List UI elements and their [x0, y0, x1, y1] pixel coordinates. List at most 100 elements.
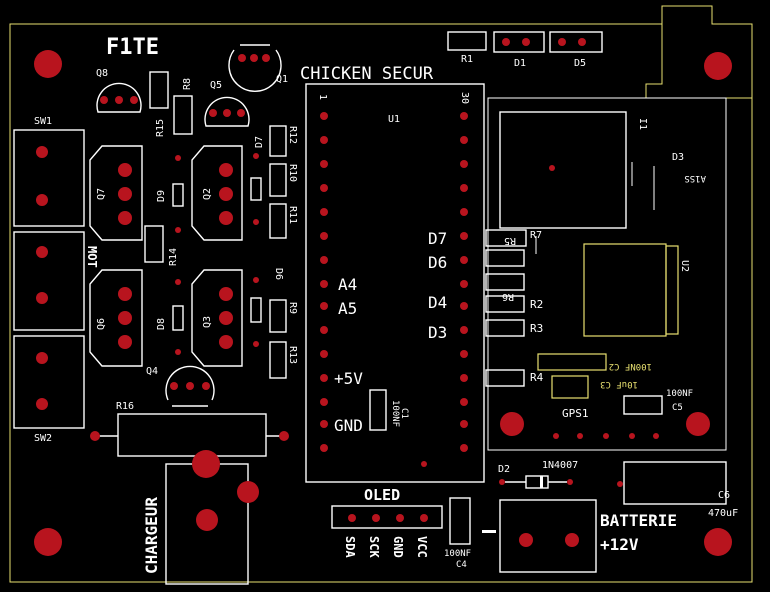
- c2-label: 100NF C2: [609, 361, 652, 371]
- d7-label: D7: [254, 136, 265, 148]
- d2-value: 1N4007: [542, 460, 578, 471]
- batterie-label: BATTERIE: [600, 511, 677, 530]
- chargeur-label: CHARGEUR: [142, 497, 161, 574]
- sw2-body: [13, 335, 85, 429]
- d2-label: D2: [498, 464, 510, 475]
- oled-header: [331, 505, 443, 529]
- q2-outline: [191, 145, 243, 241]
- u2-label: U2: [679, 260, 690, 272]
- q5-label: Q5: [210, 80, 222, 91]
- c1-label: C1: [399, 408, 409, 419]
- c4-body: [449, 497, 471, 545]
- r10-body: [269, 163, 287, 197]
- d1-label: D1: [514, 58, 526, 69]
- r13-body: [269, 341, 287, 379]
- q8-outline: [96, 82, 142, 113]
- d2-body: [525, 475, 549, 489]
- d7-body: [250, 177, 262, 201]
- pin-a5-label: A5: [338, 299, 357, 318]
- d3-value: A1SS: [684, 173, 706, 183]
- pin-5v-label: +5V: [334, 369, 363, 388]
- pin-d6-label: D6: [428, 253, 447, 272]
- d1-body: [493, 31, 545, 53]
- q4-label: Q4: [146, 366, 158, 377]
- r7-label: R7: [530, 230, 542, 241]
- r3-body: [485, 319, 525, 337]
- pin-gnd-label: GND: [334, 416, 363, 435]
- d3-label: D3: [672, 152, 684, 163]
- r12-label: R12: [287, 126, 298, 144]
- r4-body: [485, 369, 525, 387]
- mount-hole-bottom-left: [34, 528, 62, 556]
- i1-body: [499, 111, 627, 229]
- project-name: CHICKEN SECUR: [300, 64, 434, 84]
- mount-hole-top-left: [34, 50, 62, 78]
- oled-sck-label: SCK: [367, 536, 381, 558]
- oled-gnd-label: GND: [391, 536, 405, 558]
- c5-label: C5: [672, 403, 683, 413]
- oled-label: OLED: [364, 486, 400, 504]
- r11-label: R11: [287, 206, 298, 224]
- r2-body: [485, 295, 525, 313]
- r11-body: [269, 203, 287, 239]
- r-unlabeled-1: [485, 249, 525, 267]
- u1-label: U1: [388, 114, 400, 125]
- pin30-label: 30: [459, 92, 470, 104]
- sw1-body: [13, 129, 85, 227]
- q6-label: Q6: [96, 318, 107, 330]
- q5-outline: [204, 96, 250, 127]
- r12-body: [269, 125, 287, 157]
- d9-label: D9: [156, 190, 167, 202]
- r1-body: [447, 31, 487, 51]
- pin-d4-label: D4: [428, 293, 447, 312]
- r14-body: [144, 225, 164, 263]
- r16-label: R16: [116, 401, 134, 412]
- batterie-minus: [482, 530, 496, 533]
- r10-label: R10: [287, 164, 298, 182]
- r5-label: R5: [504, 235, 516, 246]
- u2-body: [583, 243, 667, 337]
- r16-body: [117, 413, 267, 457]
- d8-label: D8: [156, 318, 167, 330]
- sw1-label: SW1: [34, 116, 52, 127]
- q7-outline: [89, 145, 143, 241]
- c1-value: 100NF: [390, 400, 400, 427]
- r15-label: R15: [155, 119, 166, 137]
- c5-body: [623, 395, 663, 415]
- r15-body: [149, 71, 169, 109]
- sw2-label: SW2: [34, 433, 52, 444]
- d5-label: D5: [574, 58, 586, 69]
- c4-label: C4: [456, 560, 467, 570]
- c3-body: [551, 375, 589, 399]
- r8-body: [173, 95, 193, 135]
- d8-body: [172, 305, 184, 331]
- mount-hole-top-right: [704, 52, 732, 80]
- antenna-notch: [645, 24, 752, 99]
- u1-pins-left: [320, 112, 328, 452]
- r5-body: [485, 229, 527, 247]
- pin-a4-label: A4: [338, 275, 357, 294]
- mount-hole-bottom-right: [704, 528, 732, 556]
- r4-label: R4: [530, 371, 544, 384]
- i1-label: I1: [637, 118, 648, 130]
- mot-label: MOT: [85, 246, 99, 268]
- batterie-body: [499, 499, 597, 573]
- board-title-static: F1TE: [106, 35, 159, 60]
- board-outline: [9, 5, 753, 583]
- r9-label: R9: [287, 302, 298, 314]
- c5-value: 100NF: [666, 389, 693, 399]
- q1-label: Q1: [276, 74, 288, 85]
- r14-label: R14: [168, 248, 179, 266]
- q3-outline: [191, 269, 243, 367]
- c6-body: [623, 461, 727, 505]
- r9-body: [269, 299, 287, 333]
- pin-d7-label: D7: [428, 229, 447, 248]
- mot-body: [13, 231, 85, 331]
- r1-label: R1: [461, 54, 473, 65]
- u1-pins-right: [460, 112, 468, 452]
- c6-label: C6: [718, 490, 730, 501]
- q8-label: Q8: [96, 68, 108, 79]
- batterie-voltage: +12V: [600, 535, 639, 554]
- q6-outline: [89, 269, 143, 367]
